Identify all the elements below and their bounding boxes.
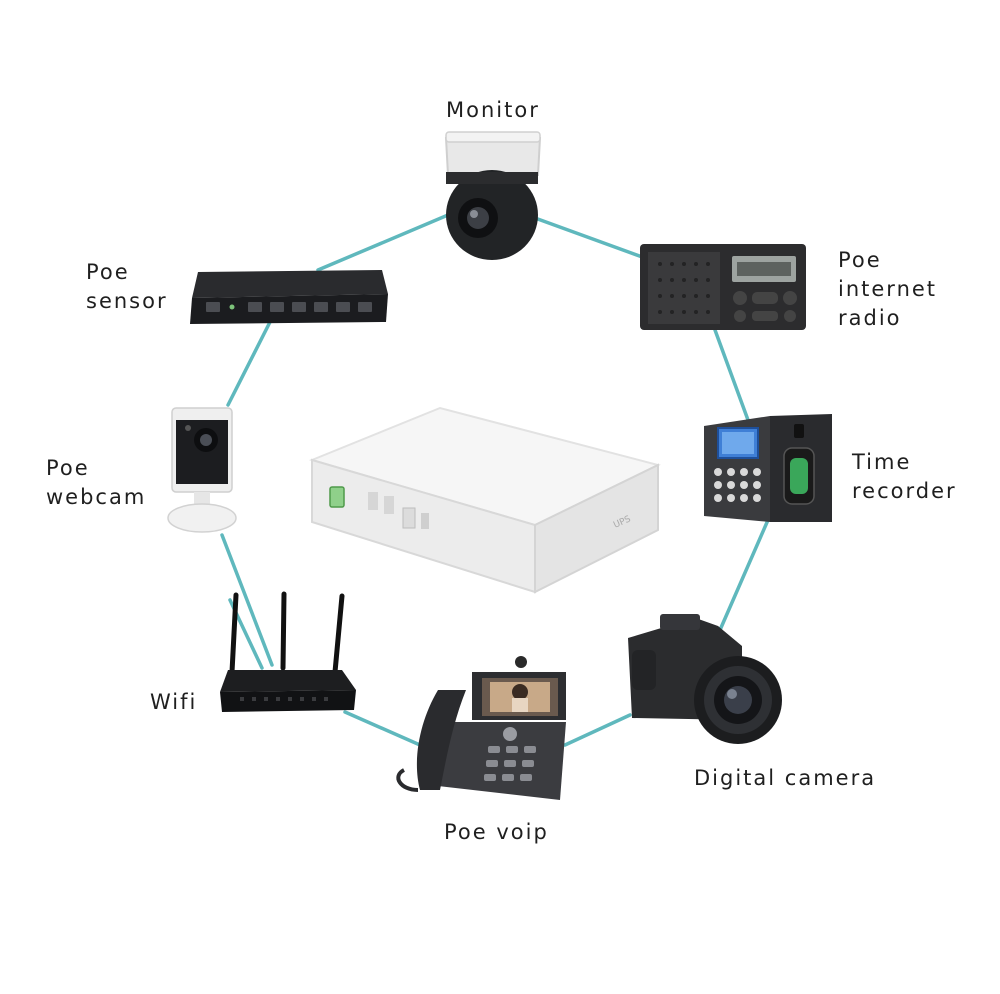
device-label-time-recorder: Time recorder [852,450,957,503]
device-label-wifi: Wifi [150,690,198,714]
ptz-dome-camera-icon [444,131,542,260]
link-timerecorder-camera [718,518,770,632]
device-label-sensor: Poe sensor [86,260,168,313]
device-label-digital-camera: Digital camera [694,766,877,790]
link-monitor-radio [533,216,647,260]
device-label-monitor: Monitor [446,98,540,122]
dslr-camera-icon [628,614,782,744]
fingerprint-time-clock-icon [704,414,832,522]
link-radio-timerecorder [713,328,750,422]
link-wifi-webcam-a [220,533,274,667]
wifi-router-icon [220,591,356,712]
radio-icon [640,244,806,330]
poe-dc-ups-box-icon: UPS [308,406,661,594]
webcam-icon [167,407,237,533]
network-switch-icon [190,270,388,324]
link-sensor-monitor [316,213,450,272]
link-camera-voip [563,713,632,747]
device-label-internet-radio: Poe internet radio [838,248,938,330]
voip-phone-icon [396,656,566,800]
device-label-webcam: Poe webcam [46,456,147,509]
link-voip-wifi [343,710,422,747]
device-label-voip: Poe voip [444,820,549,844]
link-webcam-sensor [226,320,272,407]
connection-links [220,213,770,747]
